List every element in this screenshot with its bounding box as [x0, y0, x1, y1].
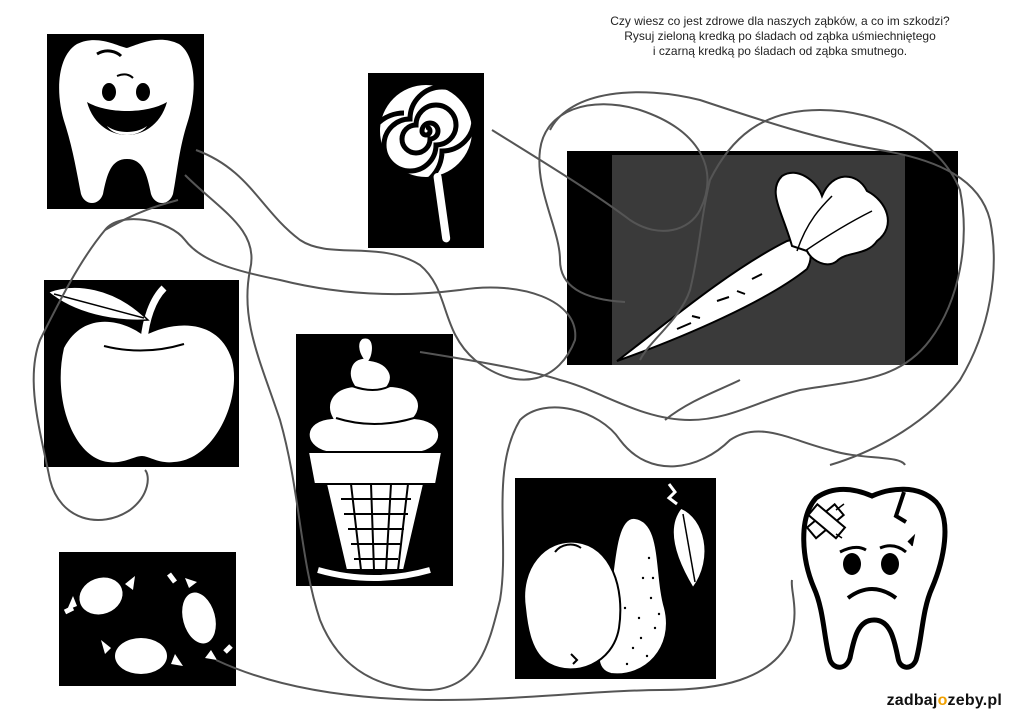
- carrot-icon: [612, 155, 905, 365]
- happy-tooth-icon: [59, 39, 194, 203]
- lollipop-icon: [368, 84, 477, 243]
- apple-icon: [46, 285, 235, 463]
- instruction-line-2: Rysuj zieloną kredką po śladach od ząbka…: [624, 29, 936, 43]
- logo-text-2: zeby.pl: [947, 692, 1002, 709]
- instruction-line-1: Czy wiesz co jest zdrowe dla naszych ząb…: [610, 14, 950, 28]
- fruit-tile: [515, 478, 716, 679]
- lollipop-tile: [368, 73, 484, 248]
- apple-tile: [44, 280, 239, 467]
- ice-cream-tile: [296, 334, 453, 586]
- logo-text-1: zadbaj: [886, 692, 938, 709]
- site-logo[interactable]: zadbajozeby.pl: [887, 692, 1002, 710]
- ice-cream-icon: [306, 336, 444, 581]
- candies-icon: [63, 572, 233, 674]
- candies-tile: [59, 552, 236, 686]
- pear-icon: [523, 483, 706, 676]
- sad-tooth-icon: [801, 486, 948, 670]
- carrot-tile: [567, 151, 958, 365]
- logo-text-accent: o: [937, 692, 948, 709]
- instruction-line-3: i czarną kredką po śladach od ząbka smut…: [652, 44, 908, 58]
- happy-tooth-tile: [47, 34, 204, 209]
- trace-line: [664, 379, 741, 421]
- instructions: Czy wiesz co jest zdrowe dla naszych ząb…: [560, 14, 1000, 59]
